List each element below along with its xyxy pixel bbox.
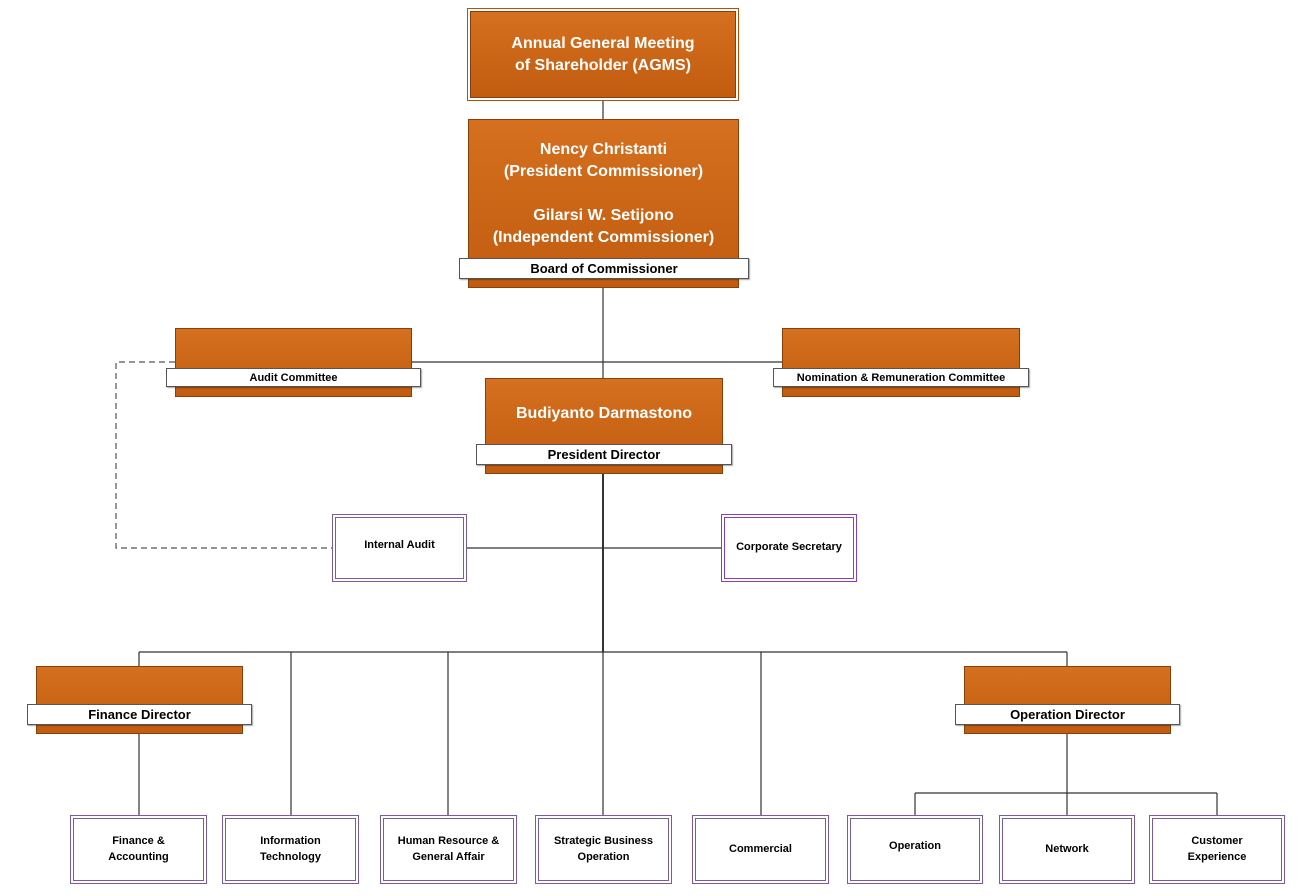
corporate-secretary-label: Corporate Secretary — [736, 541, 842, 554]
finance-director-label: Finance Director — [27, 704, 252, 725]
finance-accounting-line1: Finance & — [112, 834, 165, 847]
commercial-label: Commercial — [729, 842, 792, 855]
president-director-name: Budiyanto Darmastono — [515, 405, 692, 422]
customer-experience-box: Customer Experience — [1149, 815, 1285, 884]
information-technology-line1: Information — [260, 834, 321, 847]
customer-experience-line1: Customer — [1191, 834, 1243, 847]
agms-box: Annual General Meeting of Shareholder (A… — [467, 8, 739, 101]
operation-director-label: Operation Director — [955, 704, 1180, 725]
network-label: Network — [1045, 842, 1089, 855]
strategic-business-line1: Strategic Business — [553, 834, 654, 847]
commercial-box: Commercial — [692, 815, 829, 884]
finance-accounting-box: Finance & Accounting — [70, 815, 207, 884]
finance-accounting-line2: Accounting — [108, 850, 169, 863]
president-director-label: President Director — [476, 444, 732, 465]
information-technology-line2: Technology — [260, 850, 321, 863]
network-box: Network — [999, 815, 1135, 884]
board-person2: Gilarsi W. Setijono — [533, 207, 674, 224]
operation-box: Operation — [847, 815, 983, 884]
board-role2: (Independent Commissioner) — [492, 229, 715, 246]
internal-audit-box: Internal Audit — [332, 514, 467, 582]
corporate-secretary-box: Corporate Secretary — [721, 514, 857, 582]
board-role1: (President Commissioner) — [503, 163, 704, 180]
audit-committee-label: Audit Committee — [166, 368, 421, 387]
agms-line2: of Shareholder (AGMS) — [514, 56, 691, 74]
customer-experience-line2: Experience — [1187, 850, 1247, 863]
hr-general-affair-box: Human Resource & General Affair — [380, 815, 517, 884]
strategic-business-line2: Operation — [577, 850, 630, 863]
agms-line1: Annual General Meeting — [511, 34, 695, 52]
nomination-committee-label: Nomination & Remuneration Committee — [773, 368, 1029, 387]
connector-audit-dashed — [115, 361, 332, 549]
hr-general-affair-line2: General Affair — [412, 850, 485, 863]
hr-general-affair-line1: Human Resource & — [397, 834, 500, 847]
internal-audit-label: Internal Audit — [364, 539, 435, 551]
strategic-business-box: Strategic Business Operation — [535, 815, 672, 884]
board-person1: Nency Christanti — [539, 141, 668, 158]
information-technology-box: Information Technology — [222, 815, 359, 884]
operation-label: Operation — [889, 840, 941, 852]
board-label: Board of Commissioner — [459, 258, 749, 279]
